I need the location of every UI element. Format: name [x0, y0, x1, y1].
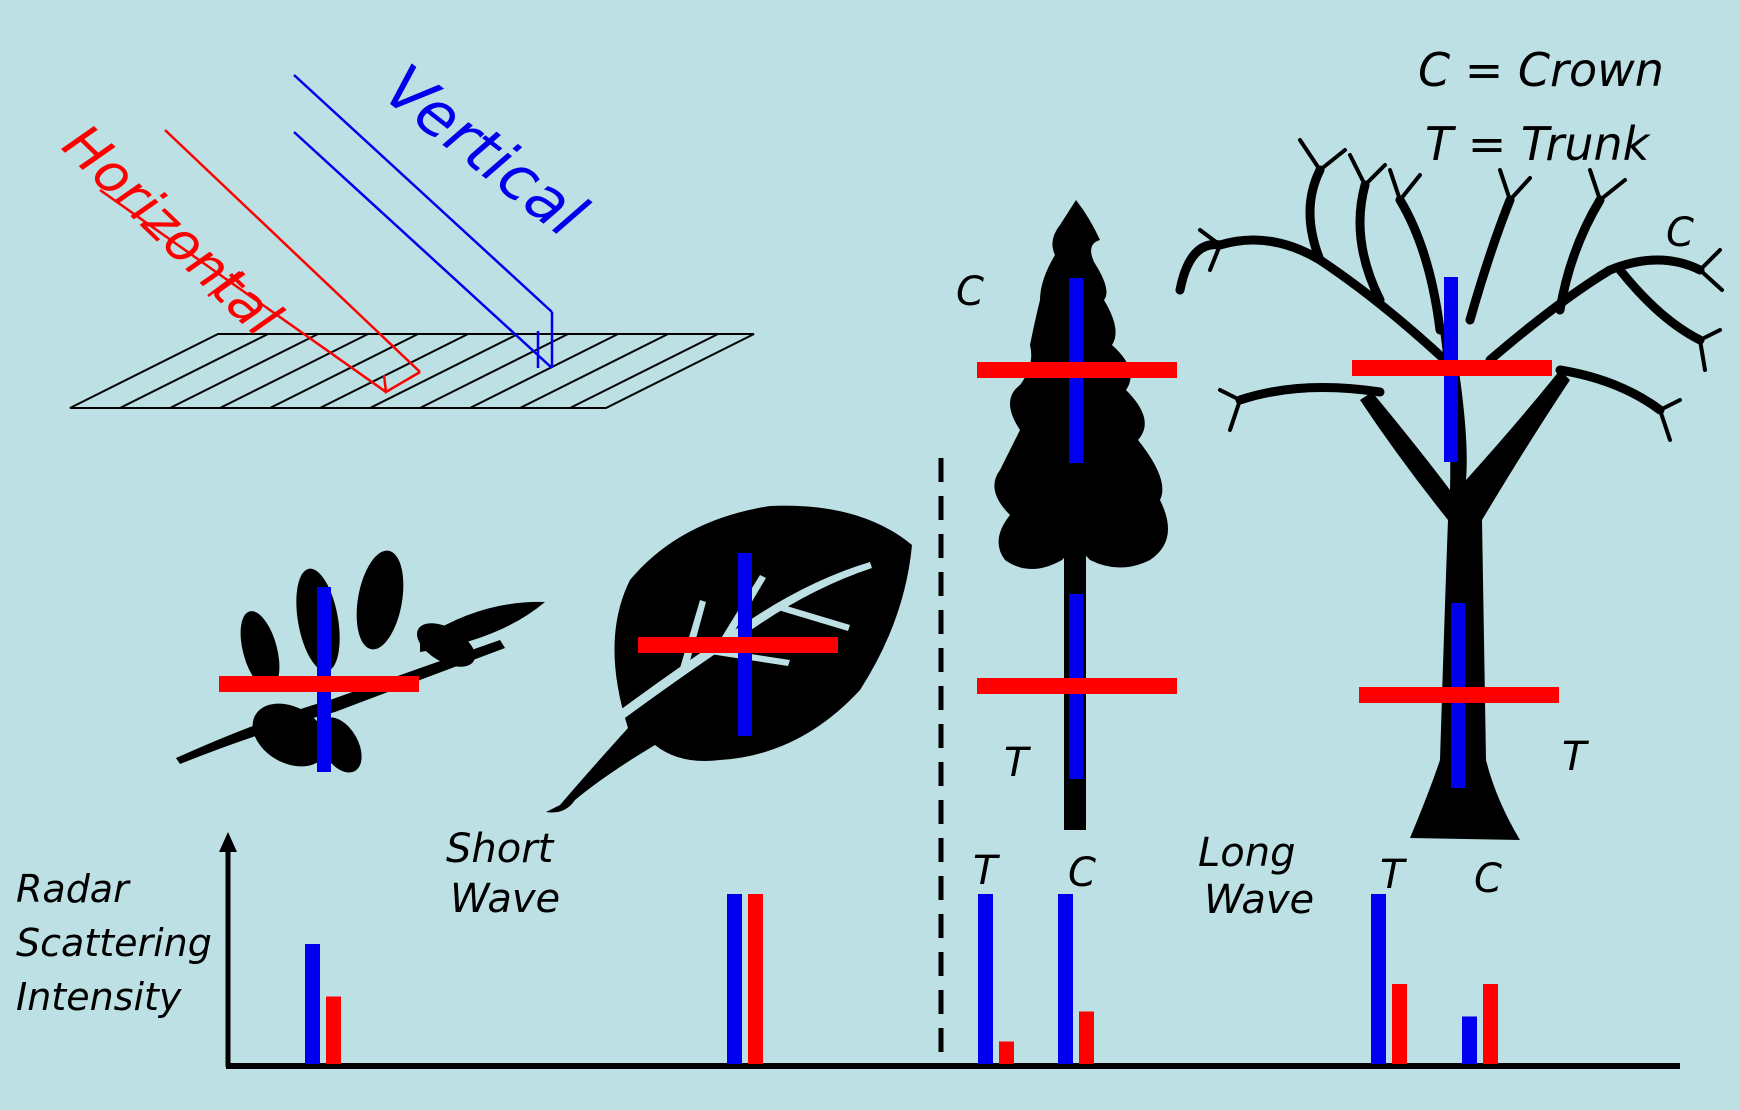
leaflet-branch [176, 550, 545, 773]
conifer-crown-marker: C [956, 269, 984, 315]
long-wave-label-line1: Long [1198, 830, 1296, 876]
y-axis-label-line2: Scattering [16, 921, 212, 965]
bar-vertical-oak-c [1462, 1016, 1477, 1064]
bar-vertical-oak-t [1371, 894, 1386, 1064]
leaflet-horizontal-bar [219, 676, 419, 692]
bar-label-oak-crown: C [1474, 856, 1502, 902]
bar-vertical-conifer-c [1058, 894, 1073, 1064]
deciduous-tree: C T [1175, 138, 1724, 840]
conifer-horizontal-trunk-bar [977, 678, 1177, 694]
scattering-bars [305, 894, 1498, 1064]
conifer-trunk-marker: T [1004, 740, 1032, 786]
polarization-illustration: Horizontal Vertical [51, 50, 755, 409]
horizontal-beam [99, 129, 421, 395]
bar-horizontal-leaf [748, 894, 763, 1064]
bar-vertical-leaflets [305, 944, 320, 1064]
y-axis-label-line1: Radar [16, 867, 131, 911]
oak-horizontal-trunk-bar [1359, 687, 1559, 703]
short-wave-label-line1: Short [446, 826, 555, 872]
oak-crown-marker: C [1666, 210, 1694, 256]
conifer-horizontal-crown-bar [977, 362, 1177, 378]
vertical-label: Vertical [371, 50, 600, 251]
ground-plane [69, 333, 755, 409]
leaf-horizontal-bar [638, 637, 838, 653]
bar-vertical-conifer-t [978, 894, 993, 1064]
bar-horizontal-oak-t [1392, 984, 1407, 1064]
vertical-beam [293, 74, 554, 369]
oak-trunk-marker: T [1562, 734, 1590, 780]
bar-horizontal-conifer-t [999, 1041, 1014, 1064]
y-axis-arrow [219, 832, 237, 852]
bar-label-conifer-crown: C [1068, 850, 1096, 896]
bar-vertical-leaf [727, 894, 742, 1064]
bar-horizontal-oak-c [1483, 984, 1498, 1064]
long-wave-label-line2: Wave [1204, 877, 1314, 923]
bar-horizontal-leaflets [326, 996, 341, 1064]
chart-axes [219, 832, 1680, 1069]
oak-horizontal-crown-bar [1352, 360, 1552, 376]
bar-horizontal-conifer-c [1079, 1011, 1094, 1064]
y-axis-label-line3: Intensity [16, 975, 182, 1019]
conifer-tree: C T [956, 200, 1177, 830]
legend-crown: C = Crown [1418, 43, 1664, 97]
horizontal-label: Horizontal [51, 112, 293, 349]
legend-trunk: T = Trunk [1425, 117, 1652, 171]
short-wave-label-line2: Wave [450, 876, 560, 922]
broad-leaf [546, 505, 912, 813]
bar-label-oak-trunk: T [1380, 852, 1408, 898]
bar-label-conifer-trunk: T [973, 848, 1001, 894]
